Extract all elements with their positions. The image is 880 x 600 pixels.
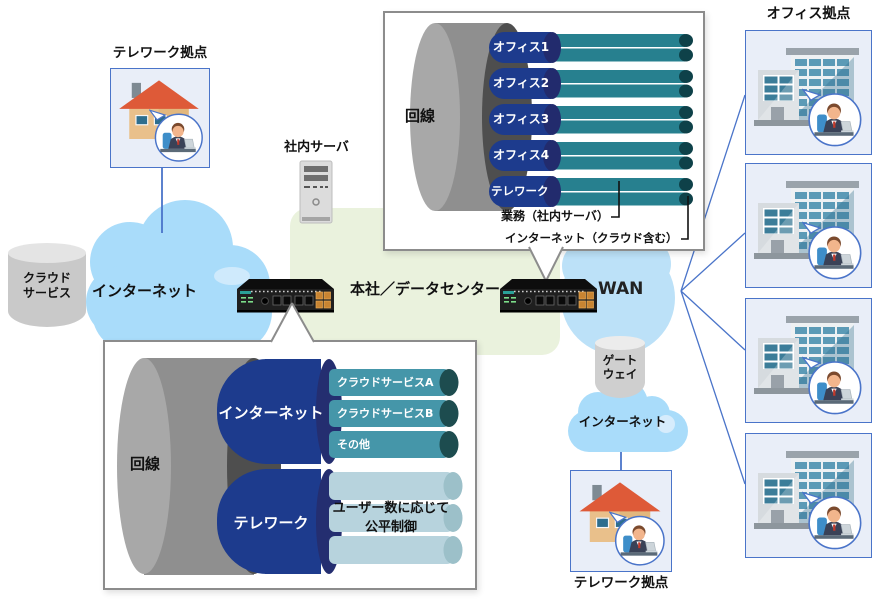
gateway-cylinder: ゲート ウェイ bbox=[595, 336, 645, 398]
office-site-box-2 bbox=[745, 163, 872, 288]
callout-internet-label: インターネット（クラウド含む） bbox=[505, 231, 678, 245]
gateway-label-2: ウェイ bbox=[602, 367, 638, 381]
office-sites-label: オフィス拠点 bbox=[766, 6, 851, 22]
bottom-cylinder-label: 回線 bbox=[130, 455, 161, 473]
worker-icon bbox=[802, 356, 862, 415]
callout-business-label: 業務（社内サーバ） bbox=[501, 209, 609, 223]
cloud-service-cylinder: クラウド サービス bbox=[8, 243, 86, 328]
telework-site-top-label: テレワーク拠点 bbox=[112, 45, 208, 61]
hq-datacenter-label: 本社／データセンター bbox=[350, 280, 501, 298]
wan-label: WAN bbox=[598, 279, 644, 299]
line-detail-panel-top: 回線 オフィス1 オフィス2 オフィス3 オフィス4 テレワーク 業務（社内サー… bbox=[383, 11, 705, 251]
pipe-label-office1: オフィス1 bbox=[493, 40, 550, 54]
telework-site-bottom-label: テレワーク拠点 bbox=[573, 575, 669, 591]
server-icon bbox=[299, 160, 333, 224]
internal-server-label: 社内サーバ bbox=[284, 140, 349, 155]
pipe-label-telework-main: テレワーク bbox=[233, 514, 309, 532]
internet-left-label: インターネット bbox=[92, 282, 198, 300]
telework-overlay-line2: 公平制御 bbox=[364, 520, 417, 535]
worker-icon bbox=[802, 221, 862, 280]
telework-overlay-line1: ユーザー数に応じて bbox=[332, 501, 450, 516]
top-panel-pointer bbox=[528, 246, 564, 282]
top-cylinder-label: 回線 bbox=[405, 107, 436, 125]
worker-icon bbox=[802, 491, 862, 550]
line-pipes-graphic-top bbox=[410, 23, 693, 240]
internet-lower-label: インターネット bbox=[578, 414, 667, 429]
gateway-label-1: ゲート bbox=[602, 353, 638, 367]
cloud-service-label-1: クラウド bbox=[22, 271, 71, 285]
subpipe-label-cloudA: クラウドサービスA bbox=[337, 376, 434, 389]
office-site-box-4 bbox=[745, 433, 872, 558]
worker-icon bbox=[609, 511, 665, 566]
subpipe-label-other: その他 bbox=[337, 438, 370, 451]
telework-site-box-bottom bbox=[570, 470, 672, 572]
pipe-label-office3: オフィス3 bbox=[493, 112, 550, 126]
pipe-label-office2: オフィス2 bbox=[493, 76, 550, 90]
line-detail-panel-bottom: 回線 インターネット テレワーク クラウドサービスA クラウドサービスB その他… bbox=[103, 340, 477, 590]
office-site-box-1 bbox=[745, 30, 872, 155]
pipe-label-office4: オフィス4 bbox=[493, 148, 550, 162]
office-site-box-3 bbox=[745, 298, 872, 423]
telework-site-box-top bbox=[110, 68, 210, 168]
internet-cloud-left bbox=[86, 200, 272, 352]
worker-icon bbox=[802, 88, 862, 147]
line-pipes-graphic-bottom bbox=[117, 358, 463, 575]
worker-icon bbox=[149, 109, 203, 162]
pipe-label-telework: テレワーク bbox=[491, 184, 549, 198]
subpipe-label-cloudB: クラウドサービスB bbox=[337, 407, 434, 420]
router-icon-left bbox=[237, 279, 334, 313]
pipe-label-internet: インターネット bbox=[218, 404, 324, 422]
router-icon-right bbox=[500, 279, 597, 313]
wan-cloud bbox=[561, 238, 675, 355]
cloud-service-label-2: サービス bbox=[22, 286, 71, 300]
bottom-panel-pointer bbox=[270, 302, 315, 343]
